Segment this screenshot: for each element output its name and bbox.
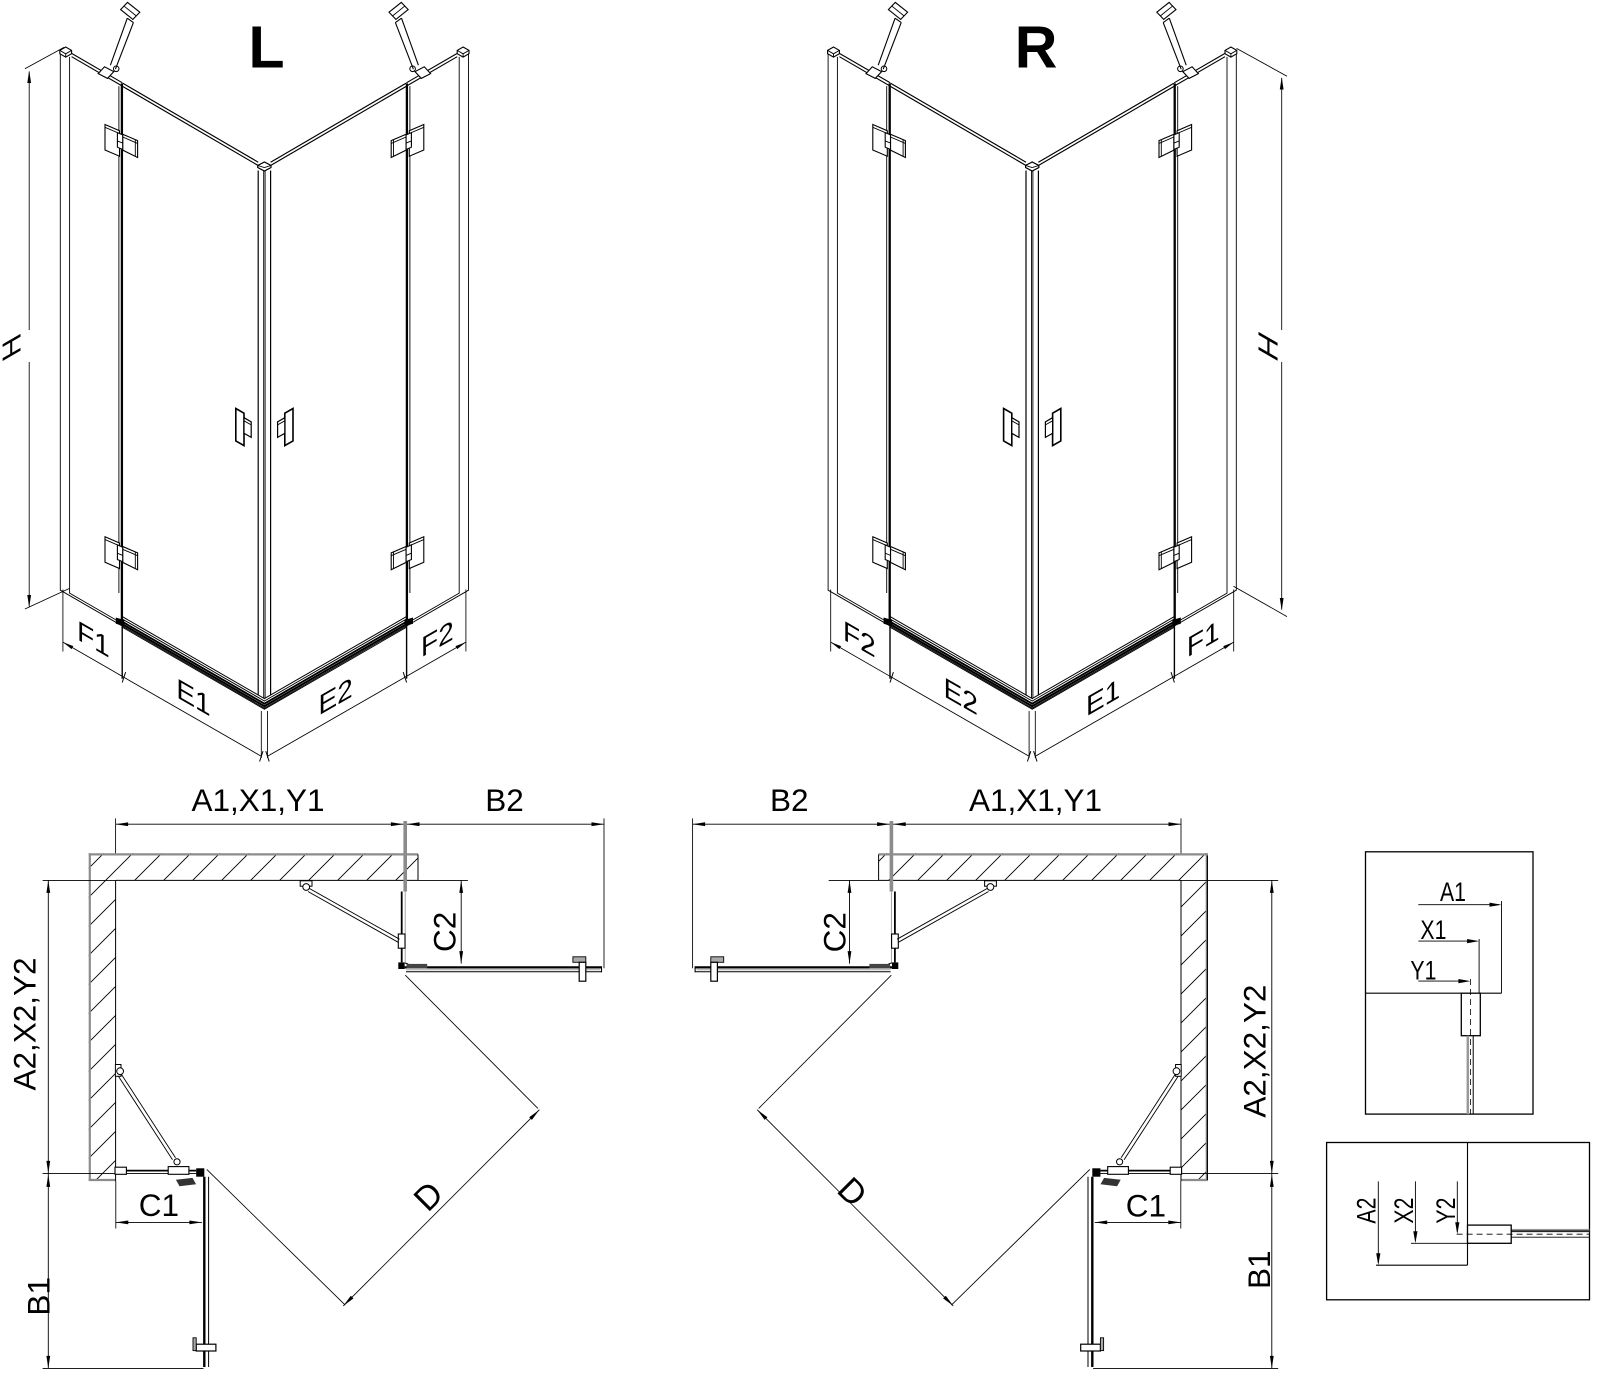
svg-text:B2: B2 xyxy=(485,782,524,818)
svg-text:A2,X2,Y2: A2,X2,Y2 xyxy=(1237,985,1273,1118)
svg-text:Y1: Y1 xyxy=(1410,955,1436,985)
svg-text:C1: C1 xyxy=(139,1187,179,1223)
svg-text:A1,X1,Y1: A1,X1,Y1 xyxy=(191,782,324,818)
svg-text:C1: C1 xyxy=(1126,1188,1166,1224)
svg-text:A2,X2,Y2: A2,X2,Y2 xyxy=(6,957,42,1090)
svg-text:A2: A2 xyxy=(1352,1198,1382,1224)
svg-text:B1: B1 xyxy=(1241,1250,1277,1289)
svg-text:A1: A1 xyxy=(1440,877,1466,907)
svg-text:B2: B2 xyxy=(770,782,809,818)
svg-text:X2: X2 xyxy=(1389,1198,1419,1224)
svg-text:C2: C2 xyxy=(427,912,463,952)
svg-text:B1: B1 xyxy=(21,1277,57,1316)
svg-text:C2: C2 xyxy=(816,912,852,952)
svg-text:A1,X1,Y1: A1,X1,Y1 xyxy=(969,782,1102,818)
svg-text:Y2: Y2 xyxy=(1431,1198,1461,1224)
svg-text:L: L xyxy=(248,15,284,81)
svg-text:R: R xyxy=(1015,15,1058,81)
svg-text:X1: X1 xyxy=(1420,915,1446,945)
